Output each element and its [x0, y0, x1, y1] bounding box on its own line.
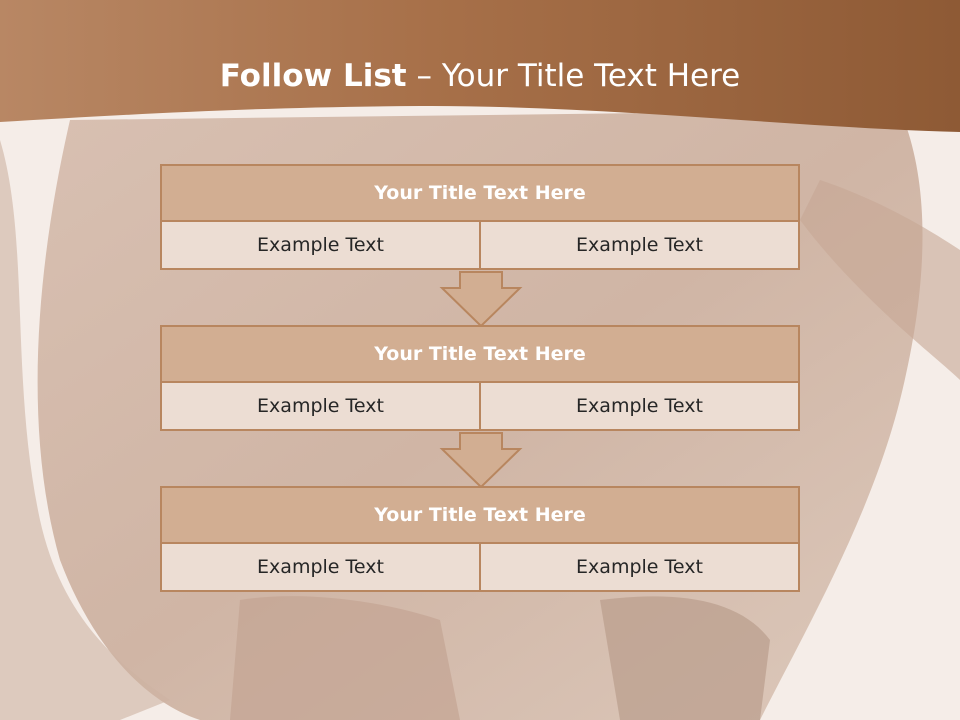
- step-block-2: Your Title Text Here Example Text Exampl…: [160, 325, 800, 431]
- step-cell-left: Example Text: [257, 556, 384, 578]
- step-cell-right: Example Text: [479, 383, 798, 429]
- step-block-3: Your Title Text Here Example Text Exampl…: [160, 486, 800, 592]
- down-arrow-icon: [438, 270, 524, 328]
- step-title: Your Title Text Here: [160, 325, 800, 383]
- page-title-rest: – Your Title Text Here: [416, 58, 741, 94]
- step-cell-right: Example Text: [479, 544, 798, 590]
- step-row: Example Text Example Text: [160, 383, 800, 431]
- down-arrow-icon: [438, 431, 524, 489]
- step-row: Example Text Example Text: [160, 544, 800, 592]
- page-title-bold: Follow List: [219, 58, 407, 94]
- page-title: Follow List – Your Title Text Here: [0, 56, 960, 96]
- step-cell-left: Example Text: [257, 234, 384, 256]
- step-title: Your Title Text Here: [160, 164, 800, 222]
- step-cell-left: Example Text: [257, 395, 384, 417]
- step-cell-right: Example Text: [479, 222, 798, 268]
- step-row: Example Text Example Text: [160, 222, 800, 270]
- step-block-1: Your Title Text Here Example Text Exampl…: [160, 164, 800, 270]
- step-title: Your Title Text Here: [160, 486, 800, 544]
